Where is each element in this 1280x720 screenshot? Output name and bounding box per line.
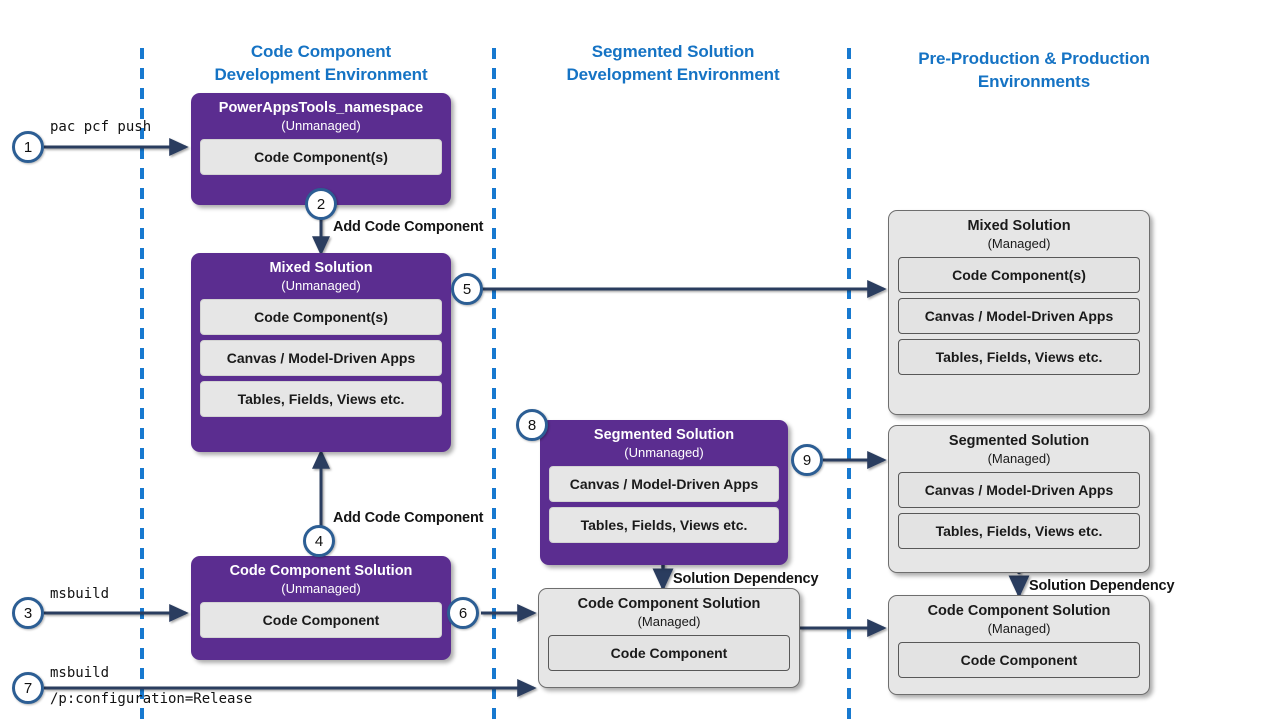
box-state: (Managed) [987, 620, 1051, 636]
label-add-code-component-bottom: Add Code Component [333, 510, 484, 526]
step-circle-8[interactable]: 8 [516, 409, 548, 441]
column-header-line2: Development Environment [566, 65, 780, 84]
box-title-text: PowerAppsTools_namespace [218, 100, 424, 116]
column-header-preprod-prod: Pre-Production & Production Environments [886, 47, 1182, 93]
step-circle-3[interactable]: 3 [12, 597, 44, 629]
step-circle-9[interactable]: 9 [791, 444, 823, 476]
box-mixed-solution-unmanaged[interactable]: Mixed Solution (Unmanaged) Code Componen… [191, 253, 451, 452]
command-msbuild: msbuild [50, 586, 110, 602]
component-tables-fields-views[interactable]: Tables, Fields, Views etc. [898, 338, 1140, 375]
step-circle-6[interactable]: 6 [447, 597, 479, 629]
component-tables-fields-views[interactable]: Tables, Fields, Views etc. [549, 506, 779, 543]
step-circle-1[interactable]: 1 [12, 131, 44, 163]
component-code-component[interactable]: Code Component [548, 634, 790, 671]
box-title-text: Code Component Solution [229, 563, 413, 579]
label-solution-dependency-dev: Solution Dependency [673, 571, 819, 587]
box-title: Segmented Solution (Unmanaged) [549, 427, 779, 461]
box-title: Mixed Solution (Managed) [898, 218, 1140, 252]
box-title-text: Code Component Solution [927, 603, 1111, 619]
step-circle-7[interactable]: 7 [12, 672, 44, 704]
column-header-segmented-solution-dev: Segmented Solution Development Environme… [528, 40, 818, 86]
box-segmented-solution-unmanaged[interactable]: Segmented Solution (Unmanaged) Canvas / … [540, 420, 788, 565]
box-title: Code Component Solution (Managed) [898, 603, 1140, 637]
label-solution-dependency-prod: Solution Dependency [1029, 578, 1175, 594]
component-canvas-model-driven-apps[interactable]: Canvas / Model-Driven Apps [898, 471, 1140, 508]
component-code-components[interactable]: Code Component(s) [200, 138, 442, 175]
column-header-code-component-dev: Code Component Development Environment [176, 40, 466, 86]
component-canvas-model-driven-apps[interactable]: Canvas / Model-Driven Apps [898, 297, 1140, 334]
component-canvas-model-driven-apps[interactable]: Canvas / Model-Driven Apps [549, 465, 779, 502]
box-powerapps-tools-namespace[interactable]: PowerAppsTools_namespace (Unmanaged) Cod… [191, 93, 451, 205]
column-header-line2: Environments [977, 72, 1091, 91]
box-code-component-solution-managed-dev[interactable]: Code Component Solution (Managed) Code C… [538, 588, 800, 688]
step-circle-5[interactable]: 5 [451, 273, 483, 305]
box-state: (Unmanaged) [281, 277, 361, 293]
box-title-text: Segmented Solution [593, 427, 735, 443]
component-code-components[interactable]: Code Component(s) [898, 256, 1140, 293]
step-circle-4[interactable]: 4 [303, 525, 335, 557]
box-title: Segmented Solution (Managed) [898, 433, 1140, 467]
component-code-components[interactable]: Code Component(s) [200, 298, 442, 335]
component-tables-fields-views[interactable]: Tables, Fields, Views etc. [200, 380, 442, 417]
component-code-component[interactable]: Code Component [200, 601, 442, 638]
box-title: PowerAppsTools_namespace (Unmanaged) [200, 100, 442, 134]
box-state: (Managed) [987, 450, 1051, 466]
box-title-text: Code Component Solution [577, 596, 761, 612]
box-title-text: Segmented Solution [948, 433, 1090, 449]
box-title: Mixed Solution (Unmanaged) [200, 260, 442, 294]
box-title: Code Component Solution (Managed) [548, 596, 790, 630]
column-header-line1: Pre-Production & Production [918, 49, 1150, 68]
box-segmented-solution-managed[interactable]: Segmented Solution (Managed) Canvas / Mo… [888, 425, 1150, 573]
box-state: (Managed) [637, 613, 701, 629]
box-state: (Unmanaged) [281, 117, 361, 133]
box-code-component-solution-managed-prod[interactable]: Code Component Solution (Managed) Code C… [888, 595, 1150, 695]
command-pac-pcf-push: pac pcf push [50, 119, 152, 135]
command-msbuild-release-line2: /p:configuration=Release [50, 691, 253, 707]
column-header-line2: Development Environment [214, 65, 428, 84]
component-canvas-model-driven-apps[interactable]: Canvas / Model-Driven Apps [200, 339, 442, 376]
box-title-text: Mixed Solution [269, 260, 373, 276]
column-header-line1: Segmented Solution [591, 42, 755, 61]
command-msbuild-release-line1: msbuild [50, 665, 110, 681]
box-title-text: Mixed Solution [967, 218, 1071, 234]
box-mixed-solution-managed[interactable]: Mixed Solution (Managed) Code Component(… [888, 210, 1150, 415]
box-code-component-solution-unmanaged[interactable]: Code Component Solution (Unmanaged) Code… [191, 556, 451, 660]
box-state: (Unmanaged) [624, 444, 704, 460]
component-code-component[interactable]: Code Component [898, 641, 1140, 678]
label-add-code-component-top: Add Code Component [333, 219, 484, 235]
step-circle-2[interactable]: 2 [305, 188, 337, 220]
box-state: (Unmanaged) [281, 580, 361, 596]
box-title: Code Component Solution (Unmanaged) [200, 563, 442, 597]
column-header-line1: Code Component [250, 42, 392, 61]
component-tables-fields-views[interactable]: Tables, Fields, Views etc. [898, 512, 1140, 549]
box-state: (Managed) [987, 235, 1051, 251]
